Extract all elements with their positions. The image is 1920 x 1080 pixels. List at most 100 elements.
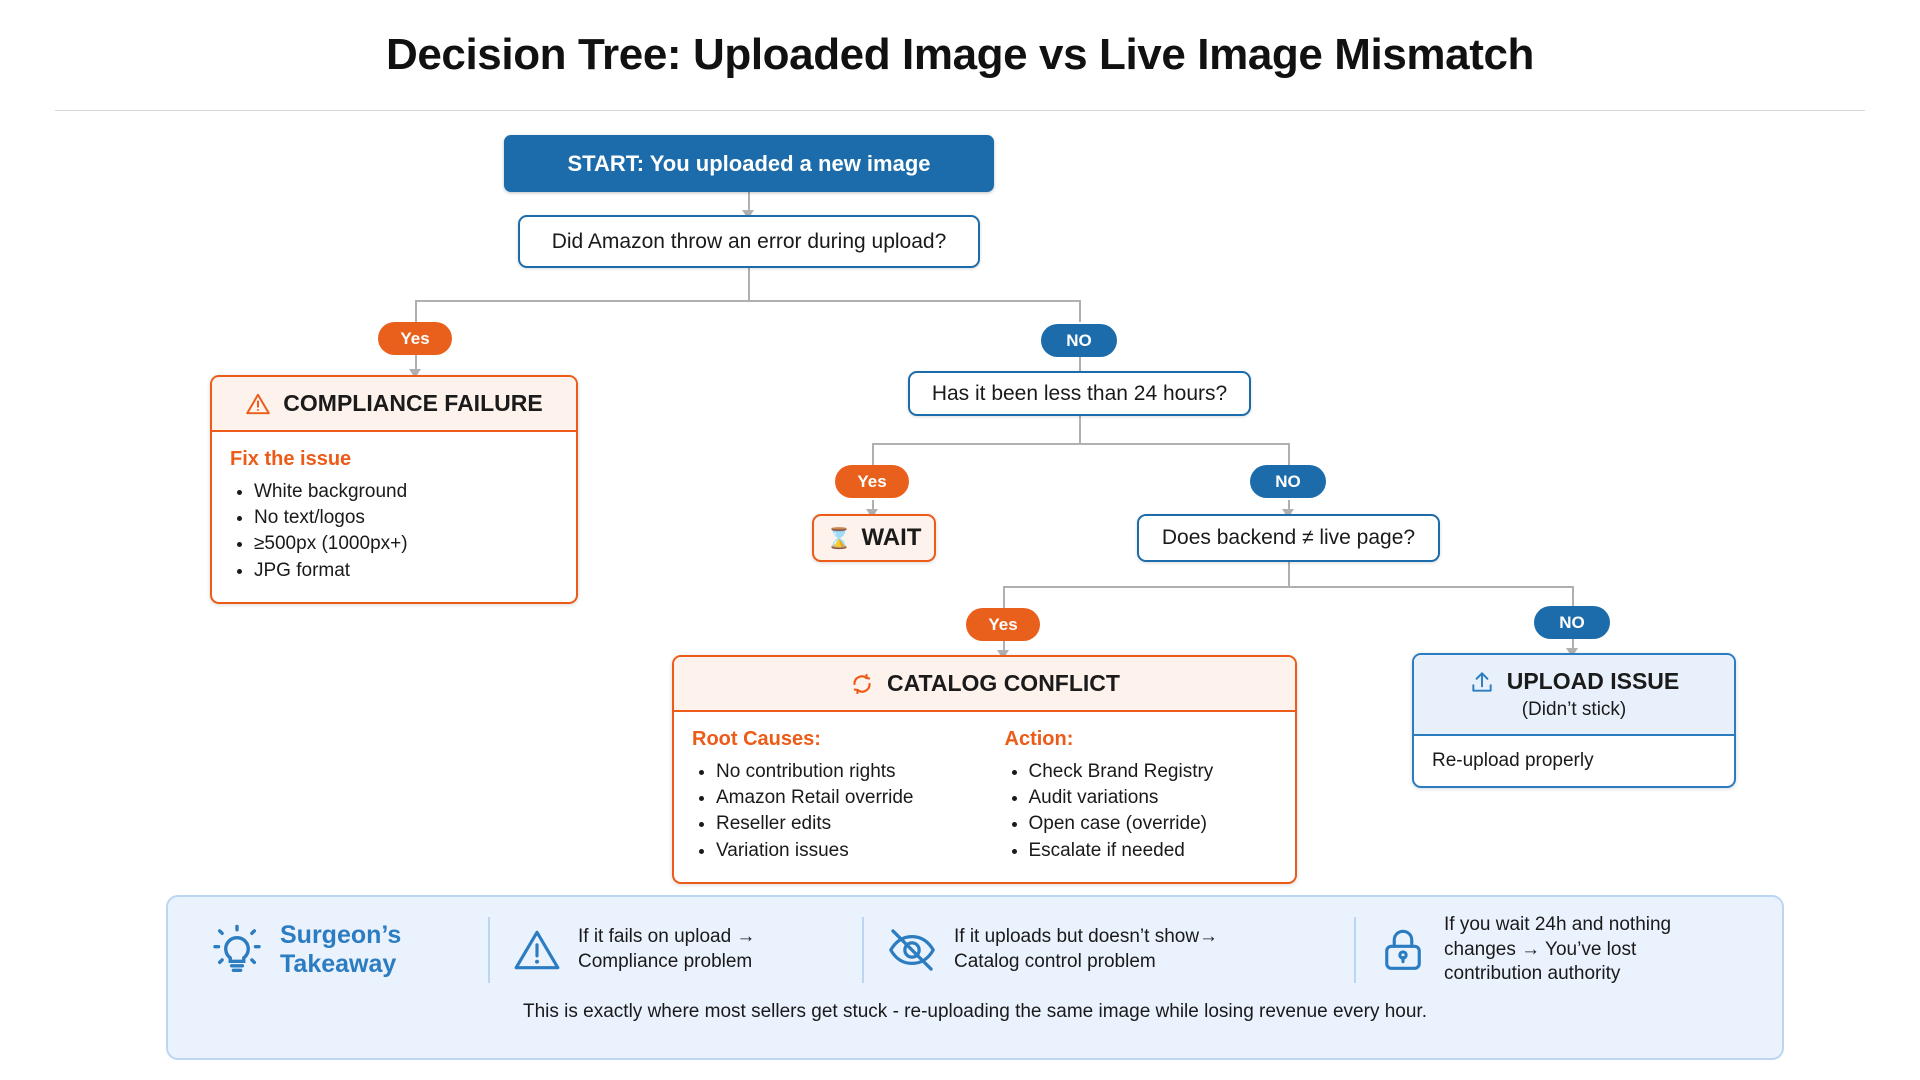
arrow-yes-catalog (997, 650, 1009, 659)
connector-q1-split (415, 300, 1080, 302)
list-item: White background (254, 479, 558, 505)
takeaway-line: changes → You’ve lost (1444, 938, 1637, 960)
edge-label-q2-yes: Yes (835, 465, 909, 498)
refresh-sync-icon (849, 671, 875, 697)
arrow-start-q1 (742, 210, 754, 219)
edge-label-q3-no: NO (1534, 606, 1610, 639)
node-question-upload-error[interactable]: Did Amazon throw an error during upload? (518, 215, 980, 268)
arrow-yes-compliance (409, 369, 421, 378)
list-item: JPG format (254, 558, 558, 584)
outcome-upload-issue-body: Re-upload properly (1414, 736, 1734, 786)
outcome-upload-issue[interactable]: UPLOAD ISSUE (Didn’t stick) Re-upload pr… (1412, 653, 1736, 788)
takeaway-item-authority: If you wait 24h and nothing changes → Yo… (1356, 913, 1762, 987)
takeaway-brand-title: Surgeon’s Takeaway (280, 921, 401, 980)
compliance-section-title: Fix the issue (230, 448, 352, 470)
takeaway-item-compliance: If it fails on upload → Compliance probl… (490, 913, 862, 987)
list-item: No text/logos (254, 505, 558, 531)
connector-yes-compliance (415, 355, 417, 373)
list-item: Open case (override) (1029, 811, 1278, 837)
catalog-root-causes-column: Root Causes: No contribution rights Amaz… (692, 728, 965, 864)
outcome-catalog-conflict-header: CATALOG CONFLICT (674, 657, 1295, 712)
catalog-root-causes-list: No contribution rights Amazon Retail ove… (716, 759, 965, 864)
upload-icon (1469, 669, 1495, 695)
takeaway-line: Catalog control problem (954, 951, 1156, 973)
compliance-fix-list: White background No text/logos ≥500px (1… (254, 479, 558, 584)
connector-yes-wait (872, 500, 874, 514)
node-question-upload-error-label: Did Amazon throw an error during upload? (551, 229, 947, 253)
list-item: Reseller edits (716, 811, 965, 837)
connector-no-q2 (1079, 357, 1081, 375)
outcome-compliance-failure-body: Fix the issue White background No text/l… (212, 432, 576, 602)
outcome-compliance-failure-header: COMPLIANCE FAILURE (212, 377, 576, 432)
takeaway-brand: Surgeon’s Takeaway (188, 913, 488, 987)
list-item: Escalate if needed (1029, 838, 1278, 864)
node-start-label: START: You uploaded a new image (567, 150, 931, 176)
arrow-no-q3 (1282, 509, 1294, 518)
title-divider (55, 110, 1865, 111)
takeaway-line: If it uploads but doesn’t show→ (954, 926, 1219, 948)
outcome-compliance-failure-title: COMPLIANCE FAILURE (283, 390, 543, 416)
node-start[interactable]: START: You uploaded a new image (504, 135, 994, 192)
takeaway-item-catalog-text: If it uploads but doesn’t show→ Catalog … (954, 925, 1218, 974)
connector-q2-no-drop (1288, 443, 1290, 465)
list-item: Check Brand Registry (1029, 759, 1278, 785)
warning-triangle-icon (512, 925, 562, 975)
takeaway-line: contribution authority (1444, 963, 1621, 985)
connector-q1-yes-drop (415, 300, 417, 322)
outcome-upload-issue-title: UPLOAD ISSUE (1506, 668, 1680, 694)
connector-q3-down (1288, 562, 1290, 588)
connector-no-upload (1572, 639, 1574, 653)
takeaway-line: Compliance problem (578, 951, 753, 973)
edge-label-q1-no: NO (1041, 324, 1117, 357)
takeaway-item-catalog: If it uploads but doesn’t show→ Catalog … (864, 913, 1354, 987)
takeaway-brand-line1: Surgeon’s (280, 920, 402, 949)
outcome-wait-label: WAIT (861, 524, 922, 551)
outcome-upload-issue-subtitle: (Didn’t stick) (1521, 699, 1627, 720)
catalog-action-list: Check Brand Registry Audit variations Op… (1029, 759, 1278, 864)
node-question-backend-live[interactable]: Does backend ≠ live page? (1137, 514, 1440, 562)
list-item: Audit variations (1029, 785, 1278, 811)
connector-start-q1 (748, 192, 750, 214)
takeaway-line: If it fails on upload → (578, 926, 756, 948)
outcome-catalog-conflict[interactable]: CATALOG CONFLICT Root Causes: No contrib… (672, 655, 1297, 884)
connector-q3-split (1003, 586, 1573, 588)
hourglass-icon: ⌛ (826, 527, 852, 550)
outcome-catalog-conflict-body: Root Causes: No contribution rights Amaz… (674, 712, 1295, 882)
node-question-backend-live-label: Does backend ≠ live page? (1161, 526, 1416, 549)
takeaway-divider (862, 917, 864, 984)
takeaway-divider (1354, 917, 1356, 984)
connector-q1-no-drop (1079, 300, 1081, 322)
edge-label-q3-no-text: NO (1559, 612, 1585, 632)
lightbulb-icon (210, 923, 264, 977)
connector-q2-yes-drop (872, 443, 874, 465)
arrow-no-upload (1566, 648, 1578, 657)
connector-q2-down (1079, 416, 1081, 445)
eye-off-icon (886, 924, 938, 976)
warning-triangle-icon (245, 391, 271, 417)
outcome-upload-issue-action: Re-upload properly (1432, 750, 1594, 771)
outcome-wait[interactable]: ⌛ WAIT (812, 514, 936, 562)
takeaway-brand-line2: Takeaway (280, 950, 397, 979)
edge-label-q2-no-text: NO (1275, 471, 1301, 491)
outcome-compliance-failure[interactable]: COMPLIANCE FAILURE Fix the issue White b… (210, 375, 578, 604)
connector-no-q3 (1288, 500, 1290, 514)
catalog-action-column: Action: Check Brand Registry Audit varia… (1005, 728, 1278, 864)
edge-label-q2-no: NO (1250, 465, 1326, 498)
node-question-24-hours[interactable]: Has it been less than 24 hours? (908, 371, 1251, 416)
catalog-action-title: Action: (1004, 728, 1074, 750)
takeaway-line: If you wait 24h and nothing (1444, 914, 1672, 935)
edge-label-q1-yes-text: Yes (400, 328, 430, 348)
connector-q3-no-drop (1572, 586, 1574, 608)
takeaway-item-compliance-text: If it fails on upload → Compliance probl… (578, 925, 755, 974)
page-title: Decision Tree: Uploaded Image vs Live Im… (385, 30, 1535, 79)
takeaway-banner: Surgeon’s Takeaway If it fails on upload… (166, 895, 1784, 1060)
edge-label-q1-no-text: NO (1066, 330, 1092, 350)
takeaway-item-authority-text: If you wait 24h and nothing changes → Yo… (1444, 913, 1671, 987)
list-item: Variation issues (716, 838, 965, 864)
arrow-yes-wait (866, 509, 878, 518)
edge-label-q3-yes: Yes (966, 608, 1040, 641)
connector-q3-yes-drop (1003, 586, 1005, 608)
lock-icon (1378, 925, 1428, 975)
edge-label-q3-yes-text: Yes (988, 614, 1018, 634)
edge-label-q2-yes-text: Yes (857, 471, 887, 491)
